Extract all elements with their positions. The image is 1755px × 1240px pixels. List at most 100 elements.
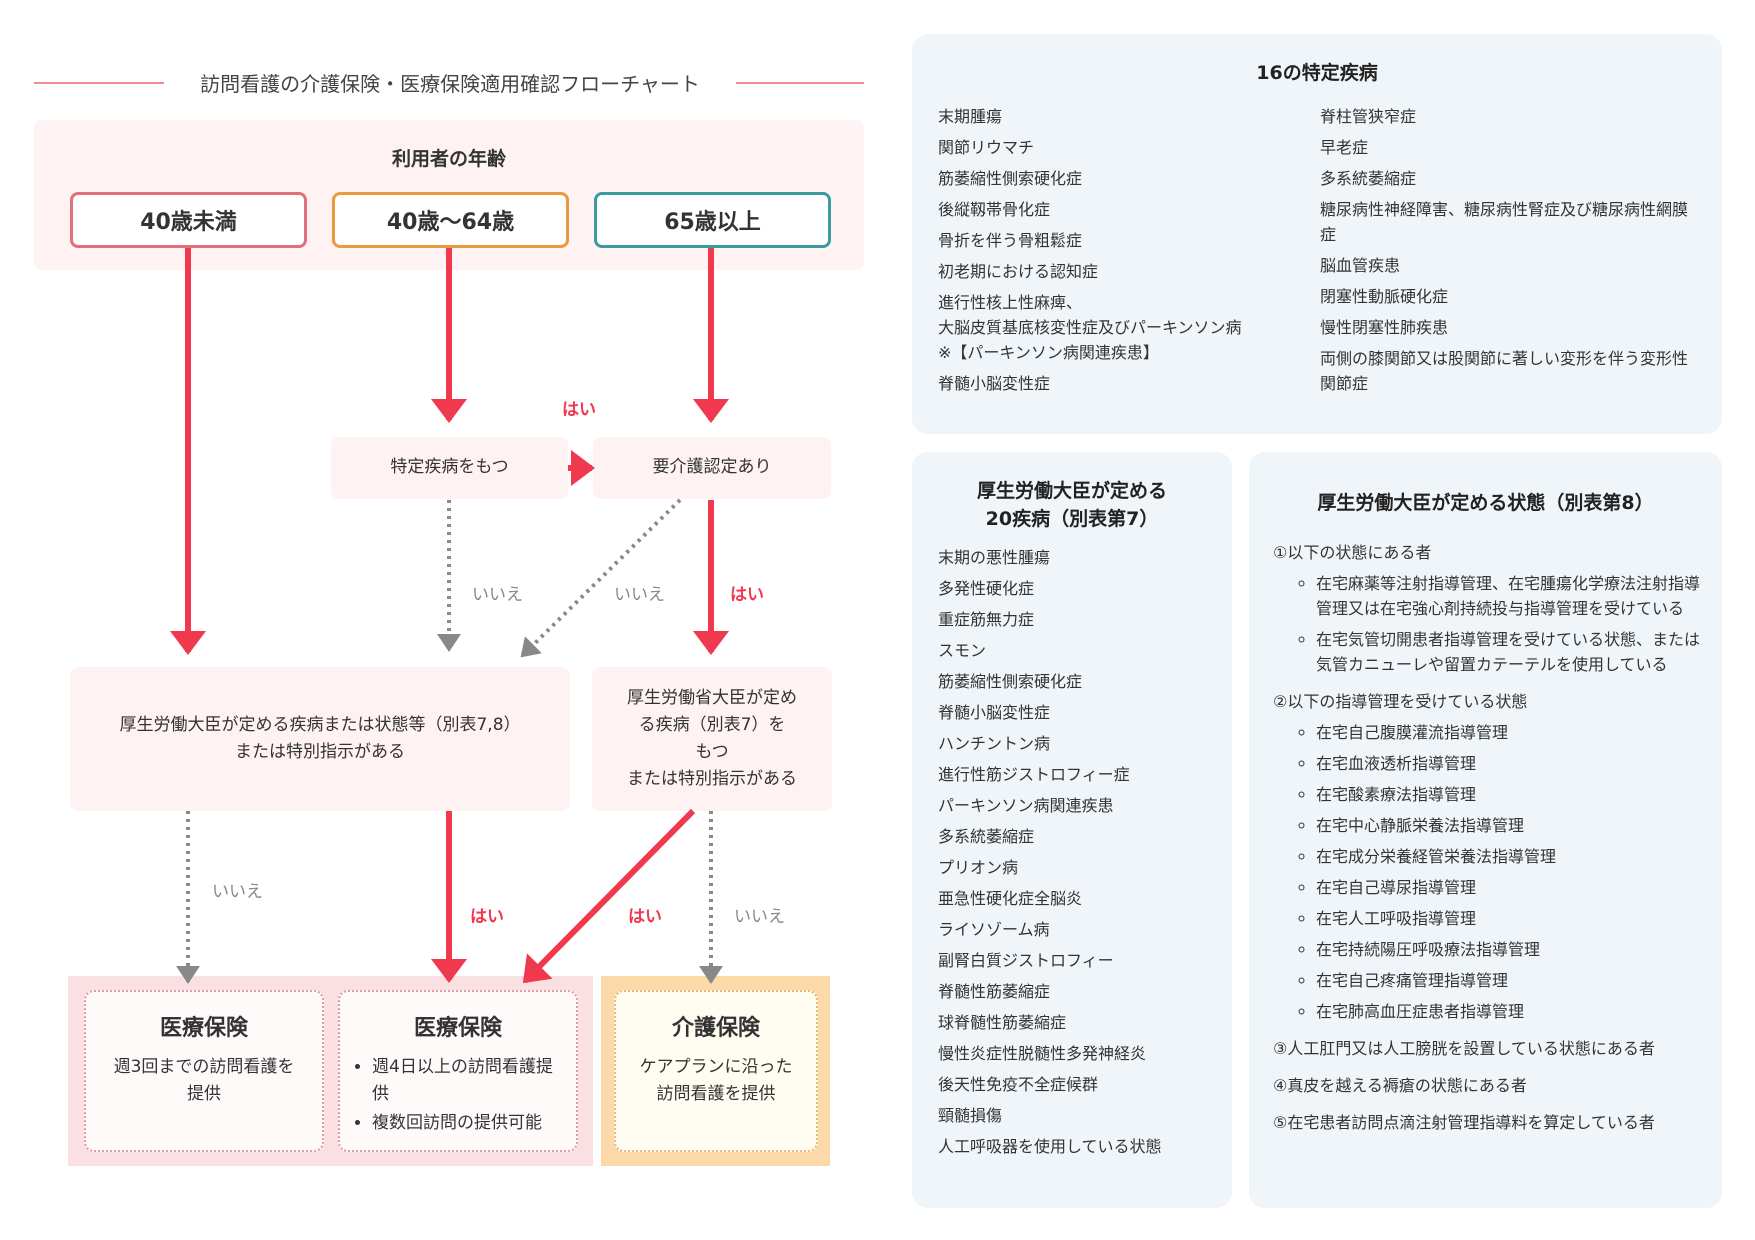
disease-item: 慢性炎症性脱髄性多発神経炎 bbox=[938, 1044, 1147, 1064]
disease-item: 初老期における認知症 bbox=[938, 261, 1099, 281]
disease-item: スモン bbox=[938, 641, 987, 661]
states-list: ①以下の状態にある者在宅麻薬等注射指導管理、在宅腫瘍化学療法注射指導管理又は在宅… bbox=[1249, 540, 1722, 1135]
disease-item: 脊髄性筋萎縮症 bbox=[938, 982, 1051, 1002]
label-no-specific: いいえ bbox=[472, 585, 523, 605]
arrow-table7-to-medical2 bbox=[522, 808, 696, 984]
diseases20-list: 末期の悪性腫瘍多発性硬化症重症筋無力症スモン筋萎縮性側索硬化症脊髄小脳変性症ハン… bbox=[912, 545, 1232, 1159]
disease-item: 進行性核上性麻痺、大脳皮質基底核変性症及びパーキンソン病※【パーキンソン病関連疾… bbox=[938, 292, 1242, 362]
disease-item: 骨折を伴う骨粗鬆症 bbox=[938, 230, 1083, 250]
state-group-label: ④真皮を越える褥瘡の状態にある者 bbox=[1273, 1075, 1527, 1095]
disease-item: 両側の膝関節又は股関節に著しい変形を伴う変形性関節症 bbox=[1320, 348, 1689, 393]
disease-item: 筋萎縮性側索硬化症 bbox=[938, 672, 1083, 692]
state-item: 在宅肺高血圧症患者指導管理 bbox=[1316, 999, 1702, 1024]
age-heading: 利用者の年齢 bbox=[391, 148, 506, 170]
medical-result-1-line-1: 週3回までの訪問看護を bbox=[113, 1057, 295, 1077]
disease-item: 末期の悪性腫瘍 bbox=[938, 548, 1051, 568]
title-rule-right bbox=[736, 82, 864, 84]
diseases16-right-list: 脊柱管狭窄症早老症多系統萎縮症糖尿病性神経障害、糖尿病性腎症及び糖尿病性網膜症脳… bbox=[1320, 104, 1702, 402]
disease-item: 脊髄小脳変性症 bbox=[938, 703, 1051, 723]
medical-result-2-title: 医療保険 bbox=[413, 1016, 502, 1041]
designated-disease-line-2: または特別指示がある bbox=[234, 742, 405, 762]
state-item: 在宅自己腹膜灌流指導管理 bbox=[1316, 720, 1702, 745]
disease-item: ハンチントン病 bbox=[938, 734, 1051, 754]
disease-item: 脳血管疾患 bbox=[1320, 255, 1401, 275]
medical-result-1: 医療保険 週3回までの訪問看護を 提供 bbox=[84, 990, 324, 1152]
disease-item: 慢性閉塞性肺疾患 bbox=[1320, 317, 1449, 337]
diseases16-panel: 16の特定疾病 末期腫瘍関節リウマチ筋萎縮性側索硬化症後縦靱帯骨化症骨折を伴う骨… bbox=[912, 34, 1722, 434]
disease-item: 閉塞性動脈硬化症 bbox=[1320, 286, 1449, 306]
state-item: 在宅中心静脈栄養法指導管理 bbox=[1316, 813, 1702, 838]
care-result: 介護保険 ケアプランに沿った 訪問看護を提供 bbox=[614, 990, 818, 1152]
label-yes-left: はい bbox=[470, 907, 504, 927]
state-item: 在宅酸素療法指導管理 bbox=[1316, 782, 1702, 807]
table7-line-3: もつ bbox=[695, 742, 729, 762]
label-yes-care-cert: はい bbox=[562, 400, 596, 420]
state-group: ①以下の状態にある者在宅麻薬等注射指導管理、在宅腫瘍化学療法注射指導管理又は在宅… bbox=[1273, 540, 1702, 677]
specific-disease-text: 特定疾病をもつ bbox=[390, 457, 509, 478]
medical-result-2-item: 週4日以上の訪問看護提供 bbox=[372, 1054, 564, 1108]
table7-line-2: る疾病（別表7）を bbox=[638, 714, 786, 735]
disease-item: 関節リウマチ bbox=[938, 137, 1035, 157]
table7-disease-node: 厚生労働省大臣が定め る疾病（別表7）を もつ または特別指示がある bbox=[592, 667, 832, 811]
disease-item: ライソゾーム病 bbox=[938, 920, 1050, 940]
state-item: 在宅持続陽圧呼吸療法指導管理 bbox=[1316, 937, 1702, 962]
disease-item: 多系統萎縮症 bbox=[938, 827, 1035, 847]
disease-item: 多系統萎縮症 bbox=[1320, 168, 1417, 188]
state-item: 在宅自己導尿指導管理 bbox=[1316, 875, 1702, 900]
disease-item: プリオン病 bbox=[938, 858, 1019, 878]
age-40-64: 40歳〜64歳 bbox=[332, 192, 569, 248]
states-title: 厚生労働大臣が定める状態（別表第8） bbox=[1317, 492, 1654, 514]
medical-result-2-item: 複数回訪問の提供可能 bbox=[372, 1110, 564, 1137]
arrow-care-cert-no bbox=[520, 498, 682, 658]
medical-result-1-line-2: 提供 bbox=[187, 1084, 221, 1105]
label-yes-right: はい bbox=[628, 907, 662, 927]
state-group-label: ②以下の指導管理を受けている状態 bbox=[1273, 691, 1528, 711]
disease-item: 重症筋無力症 bbox=[938, 610, 1035, 630]
disease-item: 副腎白質ジストロフィー bbox=[938, 951, 1114, 971]
disease-item: 早老症 bbox=[1320, 137, 1369, 157]
state-item: 在宅気管切開患者指導管理を受けている状態、または気管カニューレや留置カテーテルを… bbox=[1316, 627, 1702, 677]
care-result-title: 介護保険 bbox=[671, 1016, 760, 1041]
disease-item: 後天性免疫不全症候群 bbox=[938, 1075, 1099, 1095]
state-group-label: ③人工肛門又は人工膀胱を設置している状態にある者 bbox=[1273, 1038, 1655, 1058]
state-group: ⑤在宅患者訪問点滴注射管理指導料を算定している者 bbox=[1273, 1110, 1702, 1135]
care-result-line-2: 訪問看護を提供 bbox=[656, 1084, 776, 1105]
disease-item: パーキンソン病関連疾患 bbox=[938, 796, 1114, 816]
label-no-care-cert: いいえ bbox=[614, 585, 665, 605]
medical-result-1-title: 医療保険 bbox=[159, 1016, 248, 1041]
specific-disease-node: 特定疾病をもつ bbox=[331, 437, 568, 499]
care-certified-node: 要介護認定あり bbox=[593, 437, 831, 499]
disease-item: 進行性筋ジストロフィー症 bbox=[938, 765, 1130, 785]
disease-item: 頸髄損傷 bbox=[938, 1106, 1003, 1126]
diseases16-title: 16の特定疾病 bbox=[1256, 62, 1378, 84]
age-65-plus: 65歳以上 bbox=[594, 192, 831, 248]
disease-item: 亜急性硬化症全脳炎 bbox=[938, 889, 1083, 909]
state-item: 在宅自己疼痛管理指導管理 bbox=[1316, 968, 1702, 993]
table7-line-4: または特別指示がある bbox=[627, 769, 797, 790]
state-group: ④真皮を越える褥瘡の状態にある者 bbox=[1273, 1073, 1702, 1098]
disease-item: 脊髄小脳変性症 bbox=[938, 373, 1051, 393]
care-certified-text: 要介護認定あり bbox=[652, 457, 772, 478]
designated-disease-node: 厚生労働大臣が定める疾病または状態等（別表7,8） または特別指示がある bbox=[70, 667, 570, 811]
label-yes-care-cert-down: はい bbox=[730, 585, 764, 605]
state-item: 在宅麻薬等注射指導管理、在宅腫瘍化学療法注射指導管理又は在宅強心剤持続投与指導管… bbox=[1316, 571, 1702, 621]
state-group: ③人工肛門又は人工膀胱を設置している状態にある者 bbox=[1273, 1036, 1702, 1061]
state-group: ②以下の指導管理を受けている状態在宅自己腹膜灌流指導管理在宅血液透析指導管理在宅… bbox=[1273, 689, 1702, 1024]
state-group-label: ①以下の状態にある者 bbox=[1273, 542, 1432, 562]
label-no-right: いいえ bbox=[734, 907, 785, 927]
diseases16-left-list: 末期腫瘍関節リウマチ筋萎縮性側索硬化症後縦靱帯骨化症骨折を伴う骨粗鬆症初老期にお… bbox=[938, 104, 1320, 402]
label-no-left: いいえ bbox=[212, 882, 263, 902]
state-item: 在宅血液透析指導管理 bbox=[1316, 751, 1702, 776]
disease-item: 脊柱管狭窄症 bbox=[1320, 106, 1417, 126]
designated-disease-line-1: 厚生労働大臣が定める疾病または状態等（別表7,8） bbox=[119, 714, 521, 735]
disease-item: 球脊髄性筋萎縮症 bbox=[938, 1013, 1067, 1033]
disease-item: 人工呼吸器を使用している状態 bbox=[938, 1137, 1162, 1157]
disease-item: 末期腫瘍 bbox=[938, 106, 1003, 126]
state-item: 在宅成分栄養経管栄養法指導管理 bbox=[1316, 844, 1702, 869]
disease-item: 糖尿病性神経障害、糖尿病性腎症及び糖尿病性網膜症 bbox=[1320, 199, 1689, 244]
flowchart-title: 訪問看護の介護保険・医療保険適用確認フローチャート bbox=[200, 72, 700, 96]
medical-result-2: 医療保険 週4日以上の訪問看護提供 複数回訪問の提供可能 bbox=[338, 990, 578, 1152]
care-result-line-1: ケアプランに沿った bbox=[639, 1057, 793, 1077]
